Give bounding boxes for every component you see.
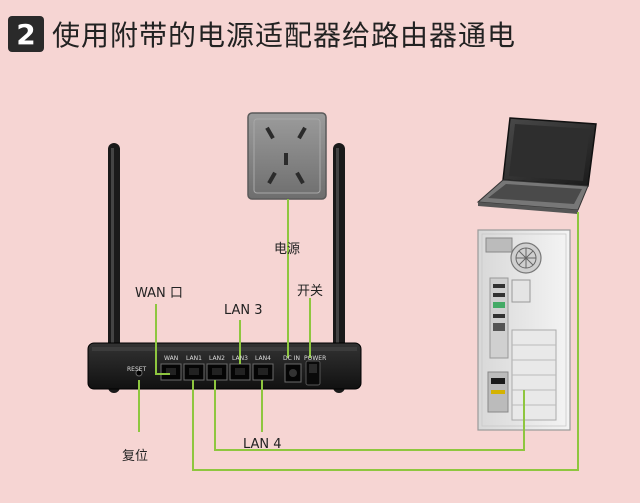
label-lan4: LAN 4 xyxy=(243,437,282,452)
label-wan: WAN 口 xyxy=(135,286,183,301)
antenna-right-icon xyxy=(333,143,345,393)
router-label-wan: WAN xyxy=(164,355,179,362)
router-port-lan3 xyxy=(229,363,251,381)
pc-tower-icon xyxy=(477,229,571,431)
router-port-lan2 xyxy=(206,363,228,381)
router-label-reset: RESET xyxy=(127,366,147,373)
label-reset: 复位 xyxy=(122,449,149,464)
wall-outlet-icon xyxy=(247,112,327,200)
step-badge: 2 xyxy=(8,16,44,52)
router-label-dc: DC IN xyxy=(283,355,300,362)
laptop-icon xyxy=(476,117,597,214)
label-lan3: LAN 3 xyxy=(224,303,263,318)
title-text: 使用附带的电源适配器给路由器通电 xyxy=(52,19,517,52)
router-port-lan1 xyxy=(183,363,205,381)
router-port-wan xyxy=(160,363,182,381)
router-label-lan4: LAN4 xyxy=(255,355,271,362)
router-port-dc xyxy=(284,363,302,383)
lan1-to-laptop-cable xyxy=(192,212,579,471)
antenna-left-icon xyxy=(108,143,120,393)
router-port-reset xyxy=(135,369,143,377)
router-port-lan4 xyxy=(252,363,274,381)
router-power-switch xyxy=(305,360,321,386)
router-label-power: POWER xyxy=(304,355,327,362)
cable-lines xyxy=(138,199,579,471)
router-label-lan2: LAN2 xyxy=(209,355,225,362)
page-title: 2 使用附带的电源适配器给路由器通电 xyxy=(8,14,516,54)
label-power: 电源 xyxy=(274,242,301,257)
router-label-lan3: LAN3 xyxy=(232,355,248,362)
lan2-to-pc-cable xyxy=(214,380,525,451)
wan-leader-line xyxy=(155,304,170,375)
label-switch: 开关 xyxy=(297,284,324,299)
router-label-lan1: LAN1 xyxy=(186,355,202,362)
